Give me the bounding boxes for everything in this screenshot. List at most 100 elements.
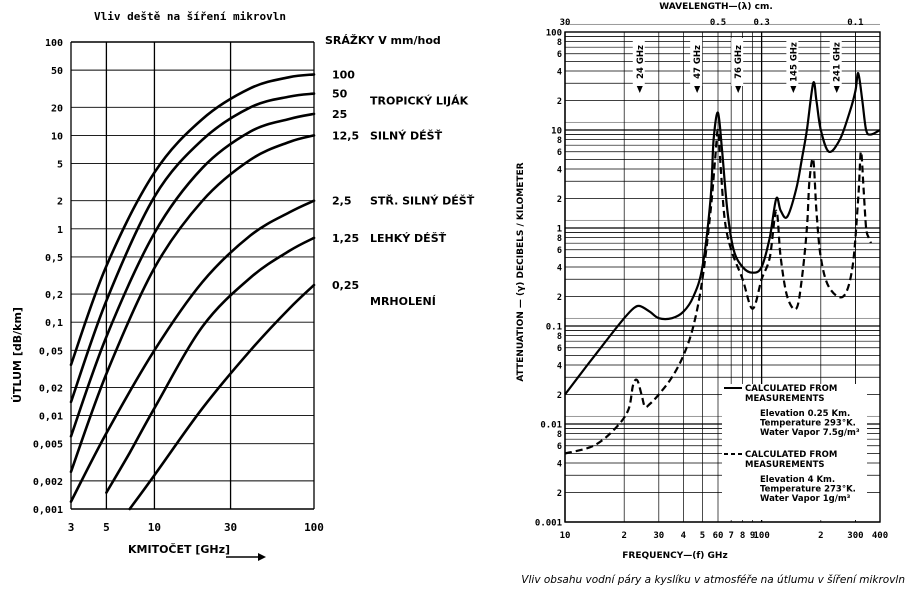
chart2-absorption-label: 241 GHz <box>833 42 843 82</box>
chart2-series <box>564 72 881 455</box>
chart1-y-tick-label: 0,2 <box>45 290 63 301</box>
chart1-y-tick-label: 0,01 <box>39 412 63 423</box>
chart1-x-tick-label: 5 <box>103 521 110 534</box>
figure-caption: Vliv obsahu vodní páry a kyslíku v atmos… <box>521 574 905 586</box>
chart1-title: Vliv deště na šíření mikrovln <box>94 10 286 23</box>
chart1-x-arrow <box>226 553 266 561</box>
chart1-y-tick-label: 1 <box>57 225 63 236</box>
chart1-y-tick-label: 0,002 <box>33 477 63 488</box>
chart1-line-100 <box>69 73 316 367</box>
chart2-x-tick-label: 8 <box>740 531 745 541</box>
chart2-y-tick-label: 2 <box>557 195 562 205</box>
chart1-grid <box>70 41 315 510</box>
chart1-y-axis-label: ÚTLUM [dB/km] <box>11 307 24 403</box>
chart1-legend-title: SRÁŽKY V mm/hod <box>325 34 441 47</box>
chart1-line-2-5 <box>69 199 316 503</box>
chart1-y-tick-label: 20 <box>51 103 63 114</box>
chart2-x-tick-label: 10 <box>560 531 571 541</box>
chart2-top-tick-label: 30 <box>560 18 571 28</box>
chart2-y-tick-label: 4 <box>557 67 562 77</box>
chart2-y-tick-label: 4 <box>557 263 562 273</box>
chart1-y-tick-label: 0,02 <box>39 383 63 394</box>
chart1-y-tick-label: 0,005 <box>33 440 63 451</box>
rain-attenuation-chart: Vliv deště na šíření mikrovln SRÁŽKY V m… <box>11 10 475 561</box>
chart1-y-tick-label: 0,5 <box>45 253 63 264</box>
chart2-legend-label: MEASUREMENTS <box>745 394 825 404</box>
chart1-series-label: 12,5 <box>332 129 359 142</box>
chart2-y-tick-label: 8 <box>557 234 562 244</box>
chart2-x-tick-label: 9 <box>750 531 755 541</box>
chart2-absorption-label: 24 GHz <box>636 45 646 79</box>
chart2-y-tick-label: 6 <box>557 246 562 256</box>
chart1-line-12-5 <box>69 134 316 474</box>
chart2-absorption-label-bg <box>786 38 799 86</box>
chart1-x-tick-label: 10 <box>148 521 161 534</box>
chart2-legend-note: Elevation 0.25 Km. <box>760 409 850 419</box>
chart1-y-tick-label: 2 <box>57 197 63 208</box>
chart2-absorption-marker <box>833 86 840 93</box>
chart2-top-tick-label: 0.5 <box>710 18 726 28</box>
chart2-y-tick-label: 0.01 <box>540 421 562 431</box>
chart2-legend-label: MEASUREMENTS <box>745 460 825 470</box>
chart2-absorption-marker <box>636 86 643 93</box>
chart1-annotation: LEHKÝ DÉŠŤ <box>370 232 447 245</box>
chart2-y-tick-label: 100 <box>546 29 562 39</box>
chart1-series-label: 0,25 <box>332 279 359 292</box>
chart2-y-tick-label: 4 <box>557 165 562 175</box>
chart2-x-tick-label: 2 <box>818 531 823 541</box>
chart2-x-tick-label: 5 <box>700 531 705 541</box>
chart2-legend-note: Water Vapor 1g/m³ <box>760 494 851 504</box>
chart2-absorption-label: 145 GHz <box>789 42 799 82</box>
chart2-absorption-label: 76 GHz <box>734 45 744 79</box>
chart2-line-dashed <box>564 128 873 455</box>
chart1-x-tick-label: 30 <box>224 521 237 534</box>
chart2-y-tick-label: 0.001 <box>535 519 562 529</box>
chart1-series-label: 50 <box>332 88 348 101</box>
chart2-x-tick-label: 7 <box>728 531 733 541</box>
chart1-y-tick-label: 0,05 <box>39 346 63 357</box>
chart1-y-tick-label: 0,1 <box>45 318 63 329</box>
chart2-top-tick-label: 0.3 <box>753 18 769 28</box>
chart2-absorption-marker <box>790 86 797 93</box>
chart2-y-tick-label: 2 <box>557 293 562 303</box>
chart2-y-tick-label: 1 <box>557 225 562 235</box>
chart1-line-0-25 <box>128 283 316 511</box>
chart1-series-label: 1,25 <box>332 232 359 245</box>
chart2-legend-note: Water Vapor 7.5g/m³ <box>760 428 860 438</box>
chart2-y-tick-label: 8 <box>557 136 562 146</box>
chart1-x-tick-label: 3 <box>68 521 75 534</box>
chart1-x-axis-label: KMITOČET [GHz] <box>128 543 230 556</box>
chart2-x-tick-label: 60 <box>713 531 724 541</box>
chart1-y-tick-label: 10 <box>51 131 63 142</box>
chart2-y-axis-label: ATTENUATION — (γ) DECIBELS / KILOMETER <box>516 162 526 381</box>
chart2-absorption-label: 47 GHz <box>693 45 703 79</box>
chart2-y-tick-label: 6 <box>557 148 562 158</box>
chart1-annotation: SILNÝ DÉŠŤ <box>370 129 443 142</box>
chart1-series-label: 2,5 <box>332 195 352 208</box>
chart1-line-50 <box>69 92 316 404</box>
chart2-y-tick-label: 2 <box>557 489 562 499</box>
chart1-series <box>69 73 316 511</box>
chart1-y-tick-label: 0,001 <box>33 505 63 516</box>
chart2-x-tick-label: 100 <box>753 531 769 541</box>
chart2-title: WAVELENGTH—(λ) cm. <box>659 2 773 12</box>
chart2-x-tick-label: 300 <box>847 531 863 541</box>
chart2-absorption-label-bg <box>829 38 842 86</box>
chart2-y-tick-label: 4 <box>557 459 562 469</box>
chart2-legend-note: Elevation 4 Km. <box>760 475 835 485</box>
chart2-y-tick-label: 8 <box>557 38 562 48</box>
chart2-y-tick-label: 6 <box>557 442 562 452</box>
chart2-y-tick-label: 6 <box>557 50 562 60</box>
chart1-annotation: TROPICKÝ LIJÁK <box>370 94 469 107</box>
chart2-absorption-label-bg <box>690 38 703 86</box>
chart2-y-tick-label: 2 <box>557 97 562 107</box>
chart1-y-tick-label: 100 <box>45 38 63 49</box>
chart2-absorption-marker <box>735 86 742 93</box>
chart2-legend-box <box>722 384 867 520</box>
